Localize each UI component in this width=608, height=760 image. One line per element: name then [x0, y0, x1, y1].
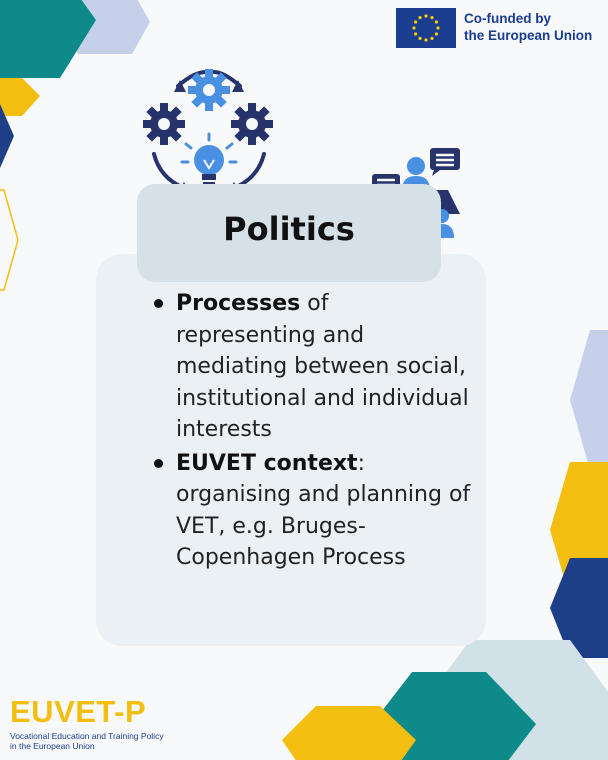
hexagon-lavender-right	[570, 330, 608, 470]
bullet-dot	[154, 299, 163, 308]
hexagon-navy-left	[0, 104, 14, 168]
content-card	[96, 254, 486, 646]
logo-tagline-line1: Vocational Education and Training Policy	[10, 731, 164, 741]
bullet-text: organising and planning of VET, e.g. Bru…	[176, 482, 471, 570]
bullet-list: Processes of representing and mediating …	[152, 288, 472, 576]
euvet-p-logo: EUVET-P Vocational Education and Trainin…	[10, 696, 170, 756]
eu-flag-icon	[396, 8, 456, 48]
hexagon-lightblue-bottom	[550, 700, 608, 760]
hexagon-outline-left	[0, 189, 19, 291]
gears-lightbulb-cycle-icon	[143, 69, 273, 192]
hexagon-navy-right	[550, 558, 608, 658]
logo-tagline: Vocational Education and Training Policy…	[10, 731, 170, 751]
bullet-term: Processes	[176, 291, 301, 316]
bullet-text: of representing and mediating between so…	[176, 291, 469, 442]
bullet-dot	[154, 458, 163, 468]
eu-cofunded-line1: Co-funded by	[464, 11, 551, 26]
title-card	[137, 184, 441, 282]
hexagon-yellow-bottom	[282, 706, 416, 760]
bullet-term: EUVET context	[176, 450, 358, 476]
eu-cofunded-label: Co-funded by the European Union	[464, 10, 604, 44]
hexagon-yellow-top-left	[0, 78, 40, 116]
page-title: Politics	[223, 210, 355, 248]
logo-tagline-line2: in the European Union	[10, 741, 95, 751]
hexagon-teal-top-left	[0, 0, 96, 78]
eu-cofunded-line2: the European Union	[464, 28, 593, 43]
bullet-separator: :	[357, 450, 365, 476]
logo-wordmark: EUVET-P	[10, 694, 147, 729]
bullet-item-processes: Processes of representing and mediating …	[152, 288, 472, 446]
bullet-item-euvet-context: EUVET context: organising and planning o…	[152, 448, 472, 574]
